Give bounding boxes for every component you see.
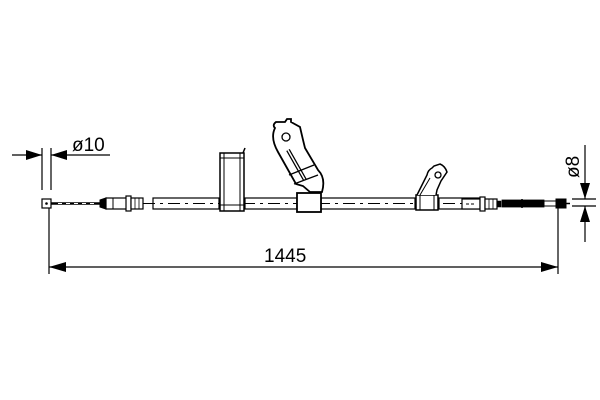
small-bracket	[415, 163, 448, 211]
overall-length-label: 1445	[264, 246, 306, 267]
right-diameter-label: ø8	[563, 156, 584, 178]
left-diameter-label: ø10	[72, 135, 105, 156]
right-end-fitting	[461, 196, 570, 212]
mounting-bracket	[272, 118, 325, 213]
overall-length-dimension: 1445	[48, 205, 559, 274]
right-diameter-dimension: ø8	[563, 145, 596, 242]
cable-assembly	[41, 118, 570, 213]
left-diameter-dimension: ø10	[12, 135, 110, 190]
sleeve-clip	[219, 147, 246, 212]
